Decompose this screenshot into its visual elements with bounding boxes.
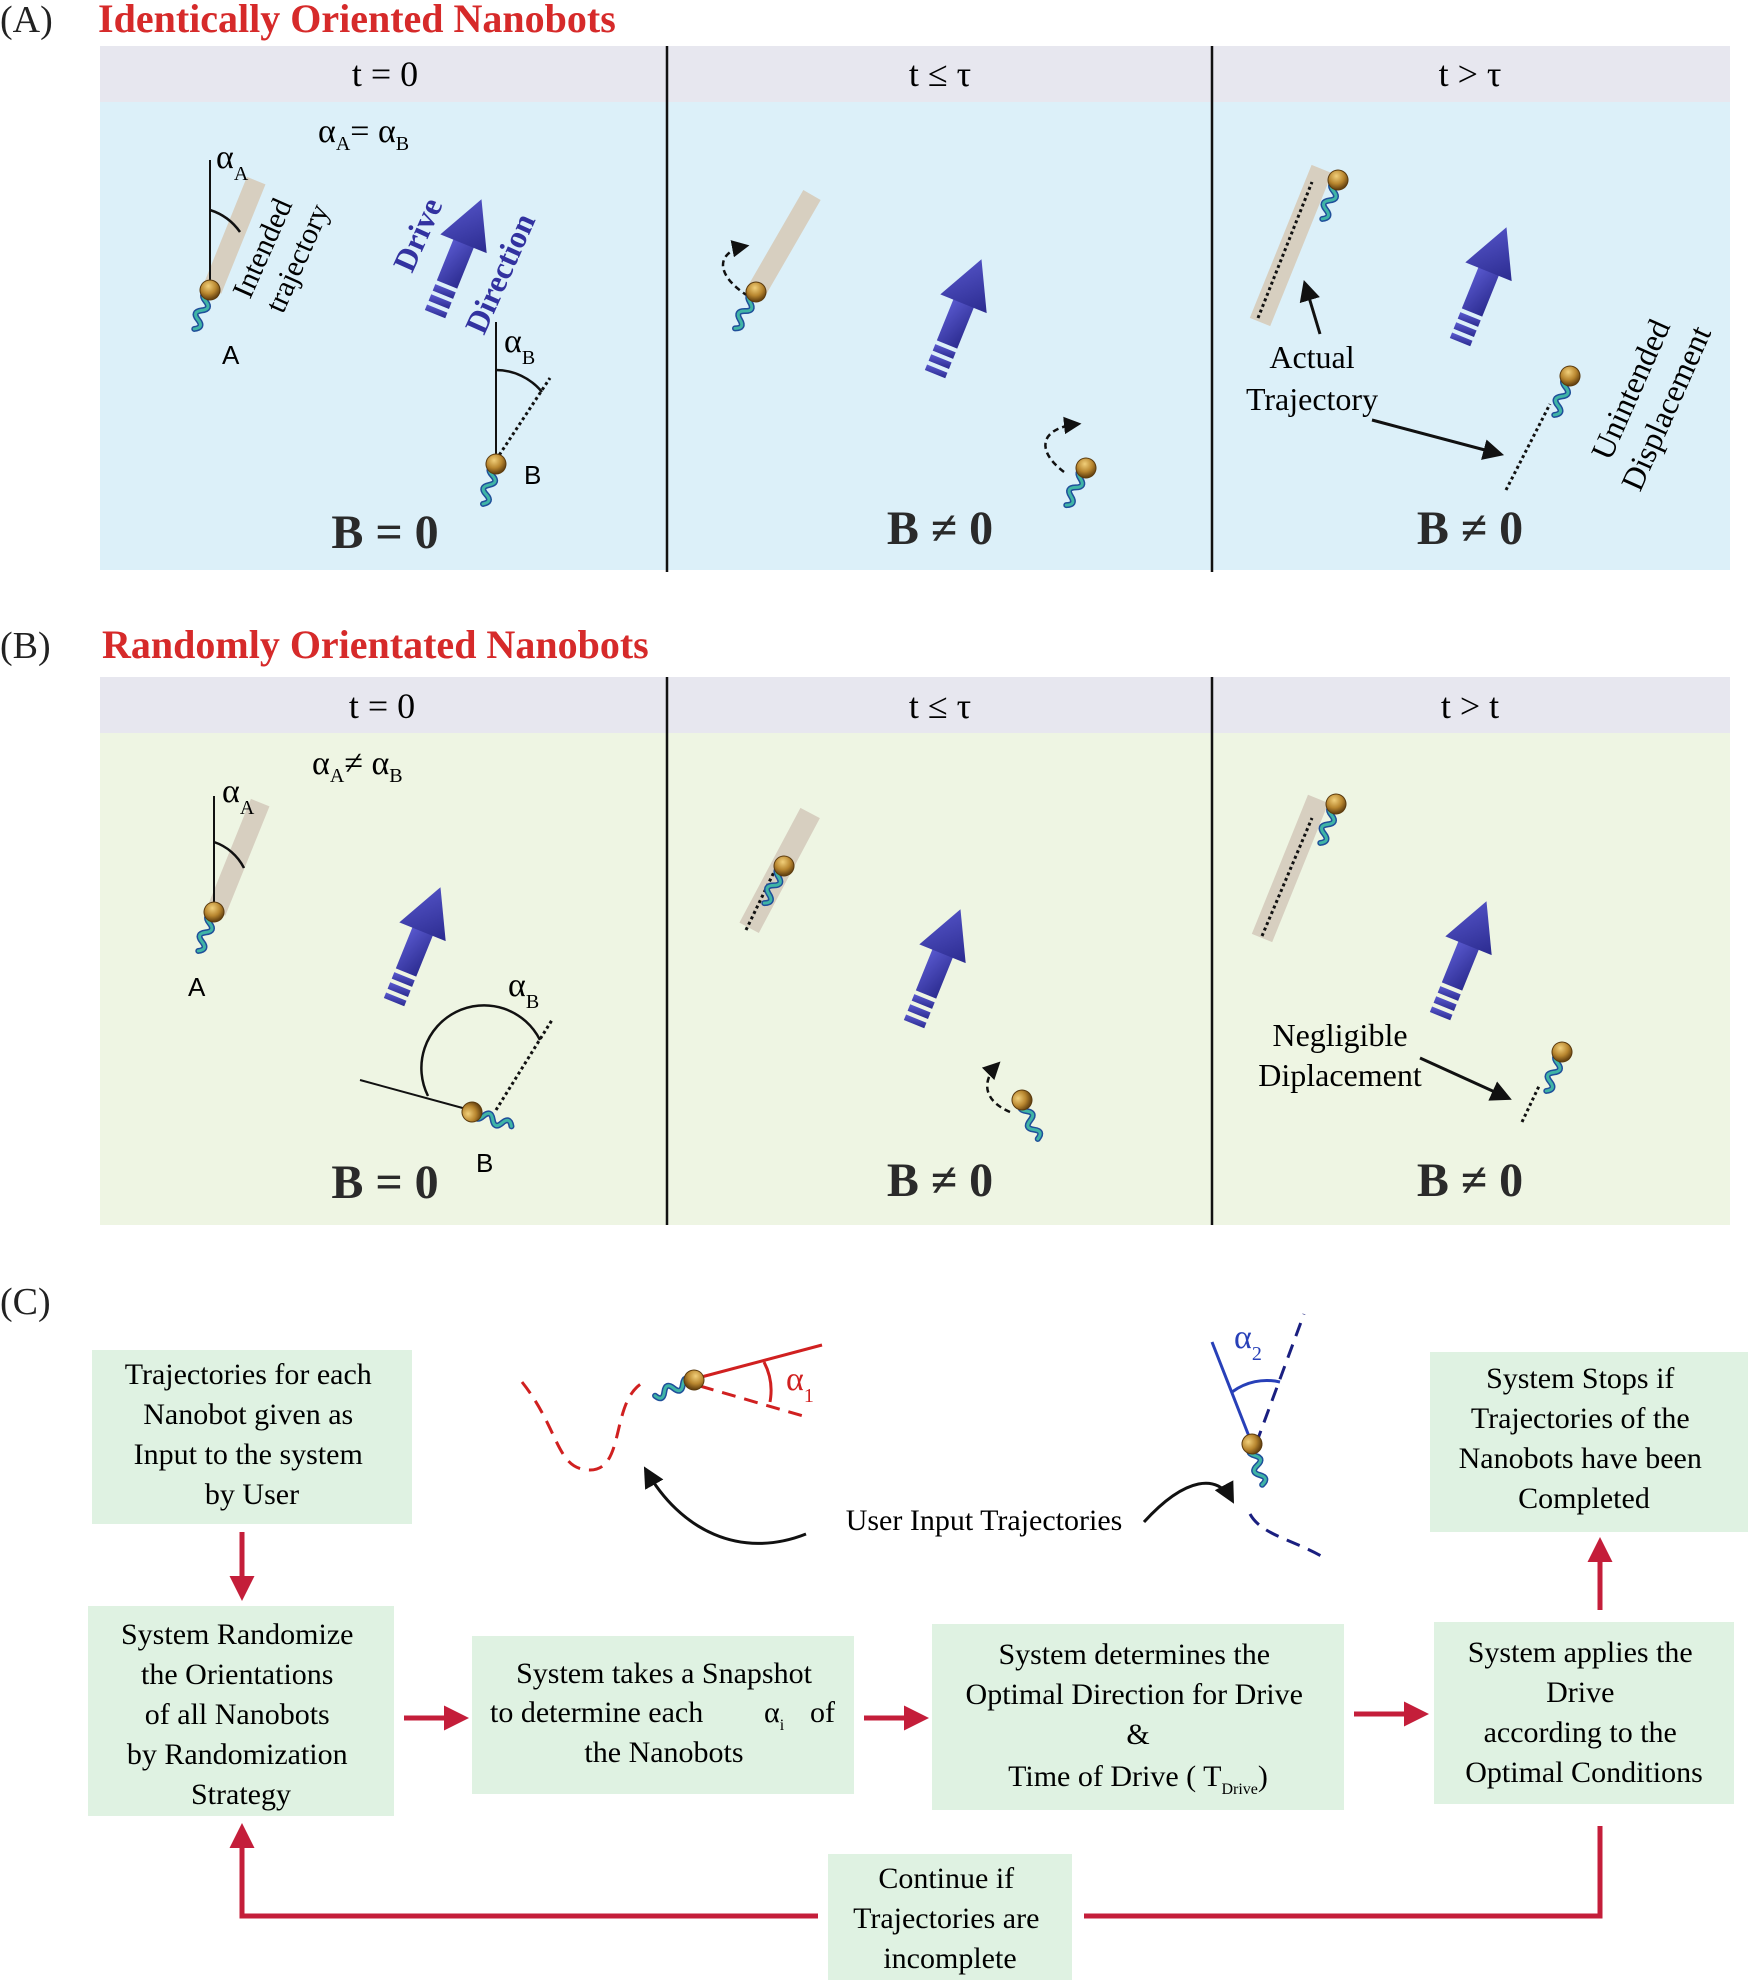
panel-a-col3-trajectory-bar	[1249, 164, 1333, 327]
panel-b-col2-trace	[744, 871, 776, 931]
flow-box-optimal: System determines the Optimal Direction …	[932, 1624, 1344, 1810]
flow-box-stop: System Stops if Trajectories of the Nano…	[1430, 1352, 1748, 1532]
panel-a-col3-field: B ≠ 0	[1417, 502, 1523, 555]
panel-a-col3-header: t > τ	[1439, 54, 1502, 94]
user-input-nanobot-1	[651, 1367, 707, 1405]
panel-b-label: (B)	[0, 625, 51, 667]
panel-b-rotation-arrow	[981, 1061, 1011, 1114]
rotation-arrow-a2	[1044, 416, 1082, 473]
svg-text:System Stops if Trajec: System Stops if Trajectories of the Nano…	[1459, 1362, 1710, 1515]
svg-text:Trajectories for each: Trajectories for each Nanobot given as I…	[125, 1358, 380, 1511]
panel-a-title: Identically Oriented Nanobots	[98, 0, 616, 41]
alpha2-orientation-line	[1254, 1313, 1306, 1445]
panel-b-alpha-b-label: αB	[508, 967, 539, 1013]
panel-b-header-bar	[100, 677, 1730, 733]
panel-a-col2-field: B ≠ 0	[887, 502, 993, 555]
panel-b-col3-header: t > t	[1441, 686, 1499, 726]
negligible-displacement-pointer	[1419, 1056, 1512, 1101]
panel-a-col2-header: t ≤ τ	[909, 54, 971, 94]
panel-a-header-bar	[100, 46, 1730, 102]
panel-a-equation: αA= αB	[318, 113, 409, 155]
flow-box-input: Trajectories for each Nanobot given as I…	[92, 1350, 412, 1524]
user-input-nanobot-2	[1240, 1432, 1272, 1487]
alpha1-orientation-line	[699, 1384, 811, 1420]
unintended-displacement-trace	[1504, 403, 1552, 491]
negligible-displacement-label-1: Negligible	[1272, 1017, 1407, 1053]
alpha-b-label: αB	[504, 323, 535, 369]
rotation-arrow-a1	[721, 240, 750, 298]
panel-b-equation: αA≠ αB	[312, 745, 403, 787]
panel-b-bot-b-reference-line	[359, 1079, 471, 1111]
panel-b-col3-field: B ≠ 0	[1417, 1154, 1523, 1207]
intended-trajectory-bar	[202, 176, 266, 294]
panel-b-angle-arc-a	[213, 840, 246, 869]
panel-b-col1-header: t = 0	[349, 686, 415, 726]
svg-text:Time of Drive ( TDrive): Time of Drive ( TDrive)	[1008, 1760, 1268, 1798]
alpha2-arc	[1231, 1378, 1281, 1394]
svg-text:System takes a Snapshot: System takes a Snapshot	[516, 1657, 812, 1690]
user-input-pointer-right	[1142, 1480, 1234, 1524]
svg-text:System applies the Dri: System applies the Drive according to th…	[1465, 1636, 1703, 1789]
actual-trajectory-trace	[1256, 181, 1314, 319]
panel-b-col2-header: t ≤ τ	[909, 686, 971, 726]
panel-b-title: Randomly Orientated Nanobots	[102, 622, 649, 667]
alpha1-arc	[762, 1361, 773, 1403]
panel-a-col1-header: t = 0	[352, 54, 418, 94]
panel-a: (A) Identically Oriented Nanobots t = 0 …	[0, 0, 1730, 572]
panel-a-background	[100, 102, 1730, 570]
user-trajectory-blue	[1248, 1513, 1329, 1562]
panel-c-label: (C)	[0, 1281, 51, 1323]
panel-b-bot-a-label: A	[188, 972, 206, 1002]
alpha2-reference-line	[1210, 1341, 1254, 1445]
user-trajectory-red	[520, 1380, 645, 1472]
flow-loop-continue-to-randomize	[229, 1823, 818, 1919]
actual-trajectory-label-1: Actual	[1269, 339, 1354, 375]
flow-box-continue: Continue if Trajectories are incomplete	[828, 1854, 1072, 1980]
svg-text:of: of	[810, 1696, 835, 1729]
flow-box-apply: System applies the Drive according to th…	[1434, 1622, 1734, 1804]
panel-b-col2-field: B ≠ 0	[887, 1154, 993, 1207]
negligible-displacement-trace	[1520, 1083, 1542, 1123]
svg-text:System determines the: System determines the Optimal Direction …	[966, 1638, 1311, 1751]
panel-b-bot-b-label: B	[476, 1148, 493, 1178]
negligible-displacement-label-2: Diplacement	[1258, 1057, 1422, 1093]
panel-a-col1-field: B = 0	[331, 506, 438, 559]
panel-b-angle-arc-b	[420, 1004, 542, 1097]
user-input-label: User Input Trajectories	[846, 1504, 1123, 1537]
panel-a-col2-trajectory-bar	[747, 190, 821, 297]
bot-b-orientation-line	[494, 377, 552, 461]
panel-b-alpha-a-label: αA	[222, 773, 255, 819]
bot-b-label: B	[524, 460, 541, 490]
svg-text:the Nanobots: the Nanobots	[584, 1736, 743, 1769]
flow-box-snapshot: System takes a Snapshot to determine eac…	[472, 1636, 854, 1794]
svg-text:αi: αi	[764, 1696, 785, 1734]
svg-text:to determine each: to determine each	[490, 1696, 703, 1729]
user-input-pointer-left	[643, 1466, 807, 1545]
unintended-displacement-pointer	[1371, 418, 1505, 460]
alpha2-label: α2	[1234, 1319, 1262, 1365]
actual-trajectory-pointer	[1299, 279, 1322, 335]
panel-b-col1-field: B = 0	[331, 1156, 438, 1209]
flow-loop-apply-to-continue	[1084, 1826, 1603, 1919]
panel-b-background	[100, 733, 1730, 1225]
panel-b: (B) Randomly Orientated Nanobots t = 0 t…	[0, 622, 1730, 1225]
panel-a-label: (A)	[0, 0, 53, 41]
flow-box-randomize: System Randomize the Orientations of all…	[88, 1606, 394, 1816]
actual-trajectory-label-2: Trajectory	[1246, 381, 1378, 417]
bot-a-label: A	[222, 340, 240, 370]
svg-text:System Randomize the: System Randomize the Orientations of all…	[121, 1618, 361, 1811]
angle-arc-a	[209, 208, 242, 233]
alpha1-label: α1	[786, 1361, 814, 1407]
alpha-a-label: αA	[216, 139, 249, 185]
panel-c: (C) α1 α2 User Input Trajectories Trajec…	[0, 1281, 1748, 1980]
alpha1-reference-line	[689, 1343, 823, 1382]
svg-text:Continue if Trajectori: Continue if Trajectories are incomplete	[853, 1862, 1047, 1975]
angle-arc-b	[495, 368, 543, 393]
